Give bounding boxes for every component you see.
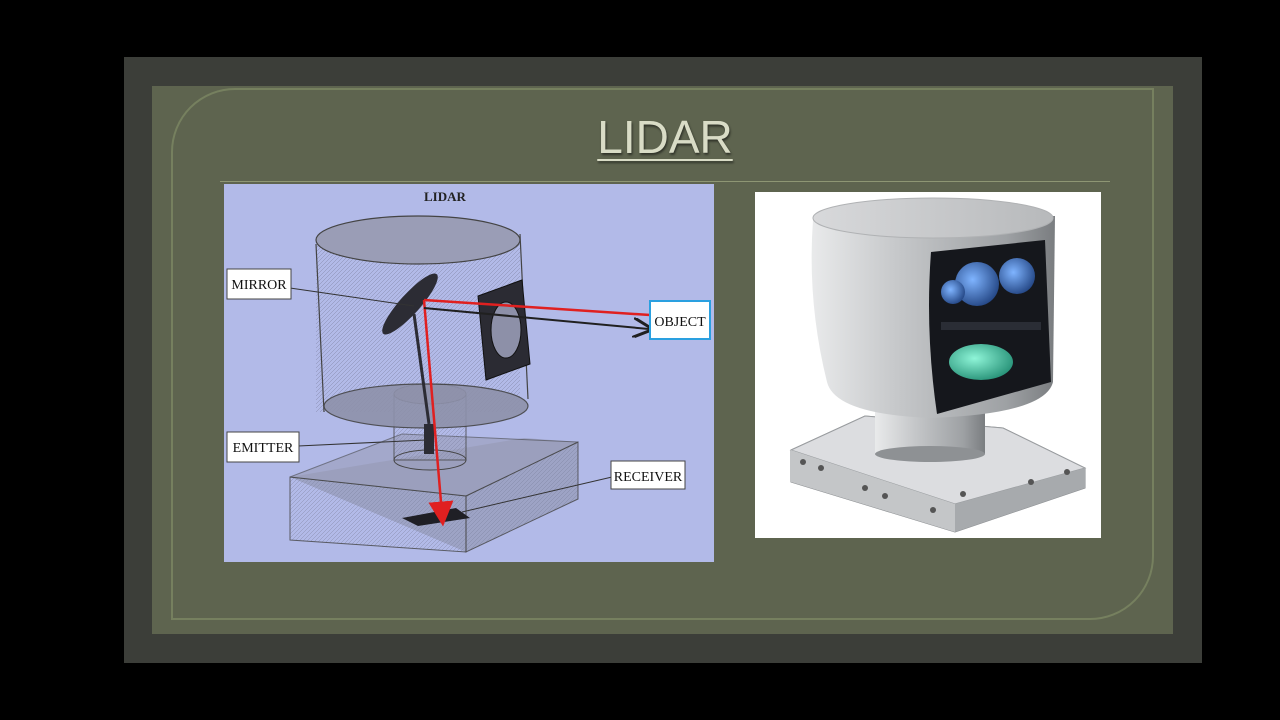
upper-lens bbox=[955, 262, 999, 306]
receiver-label-box bbox=[610, 460, 686, 490]
object-label: OBJECT bbox=[654, 315, 706, 330]
mirror-label: MIRROR bbox=[231, 278, 287, 293]
lidar-device-photo bbox=[755, 192, 1101, 538]
window-frame bbox=[477, 279, 531, 381]
lidar-device-illustration bbox=[789, 197, 1087, 533]
title-divider bbox=[220, 181, 1110, 182]
upper-lens-right bbox=[999, 258, 1035, 294]
emitter-label-box bbox=[226, 431, 300, 463]
mirror-label-box bbox=[226, 268, 292, 300]
base-box bbox=[289, 433, 579, 553]
emitter-shaft bbox=[412, 313, 431, 425]
receiver-label: RECEIVER bbox=[614, 470, 683, 485]
return-arrow bbox=[423, 307, 649, 329]
mirror bbox=[382, 273, 438, 335]
diagram-heading: LIDAR bbox=[424, 189, 467, 204]
slide-decorative-border bbox=[171, 88, 1154, 620]
receiver-leader-line bbox=[461, 476, 613, 513]
slide-title: LIDAR bbox=[597, 111, 733, 163]
lidar-diagram-svg: LIDAR bbox=[226, 189, 711, 553]
lower-lens bbox=[949, 344, 1013, 380]
object-label-box bbox=[649, 300, 711, 340]
emitter-label: EMITTER bbox=[233, 441, 294, 456]
emitter-leader-line bbox=[297, 439, 427, 447]
device-window bbox=[929, 240, 1051, 414]
mirror-leader-line bbox=[289, 287, 415, 307]
return-beam bbox=[422, 299, 454, 527]
device-neck-shadow bbox=[875, 446, 985, 462]
upper-lens-left bbox=[941, 280, 965, 304]
outgoing-beam bbox=[423, 298, 651, 317]
emitter-rod bbox=[424, 424, 434, 454]
lidar-diagram: LIDAR bbox=[224, 184, 714, 562]
